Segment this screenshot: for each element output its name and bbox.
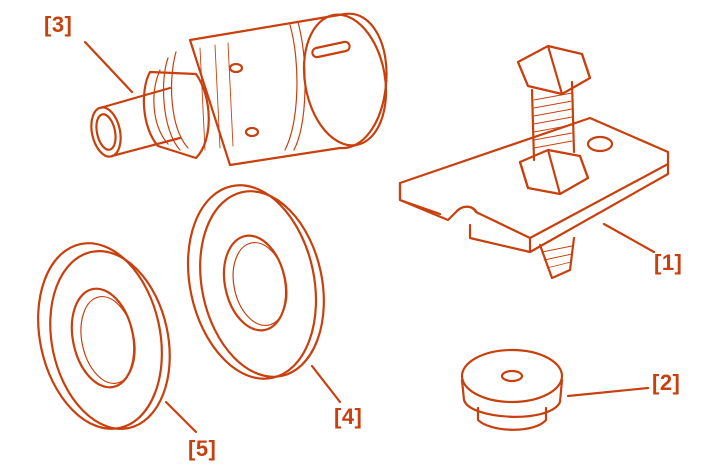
leader-5: [164, 400, 198, 434]
callout-label-3: [3]: [44, 12, 73, 37]
callout-label-2: [2]: [652, 370, 681, 395]
part-2-plug: [460, 348, 564, 431]
callout-label-5: [5]: [188, 436, 217, 461]
leader-2: [566, 386, 650, 398]
callout-label-1: [1]: [654, 250, 683, 275]
leader-4: [310, 364, 342, 404]
part-3-adapter-sleeve: [90, 12, 388, 167]
part-1-bolt-plate: [398, 44, 670, 280]
leader-1: [602, 222, 656, 254]
part-5-flanged-washer: [37, 242, 171, 430]
part-4-washer: [186, 184, 325, 380]
callout-label-4: [4]: [334, 404, 363, 429]
leader-3: [83, 40, 134, 94]
